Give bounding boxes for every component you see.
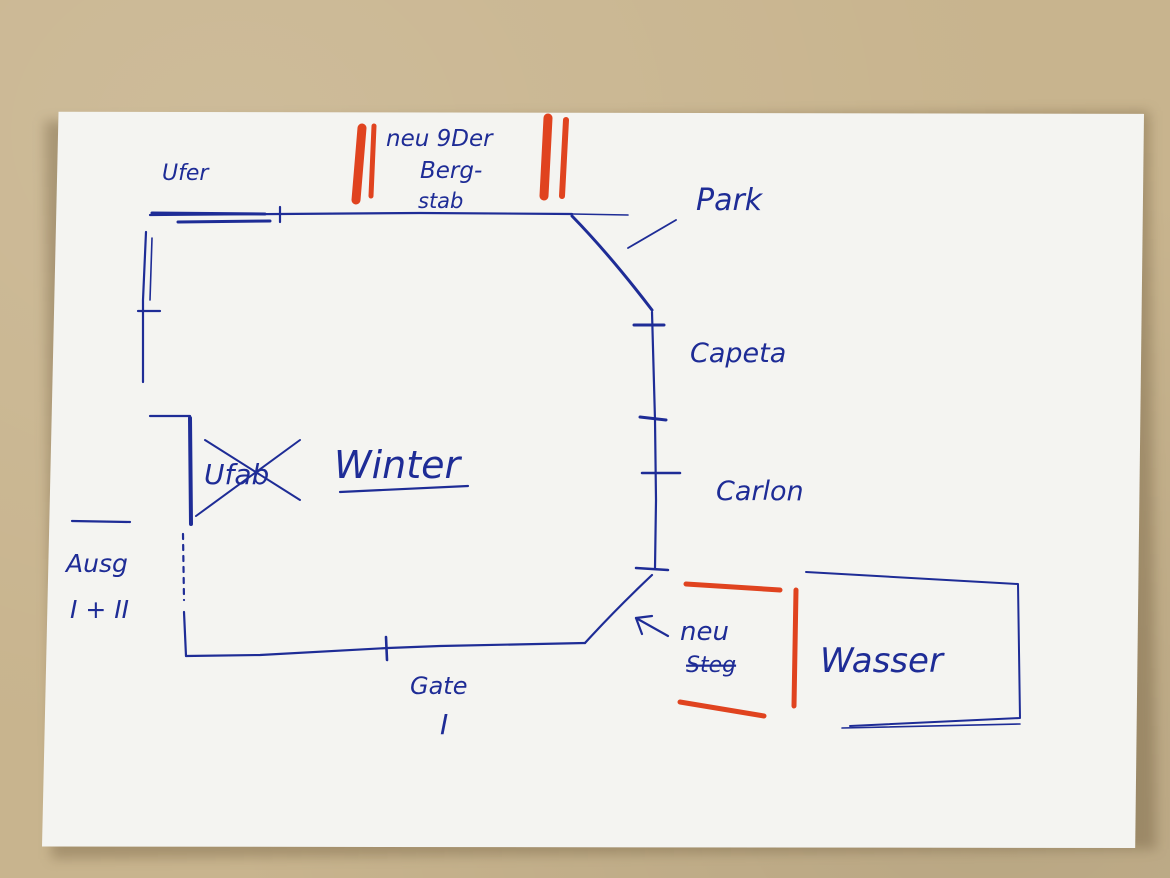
label-gate-1: Gate — [410, 672, 467, 700]
tick-mid1 — [640, 417, 666, 420]
ufer-bar — [152, 213, 270, 222]
route-left-lower — [184, 612, 186, 656]
tick-bottom-right — [636, 568, 668, 570]
label-steg-struck: Steg — [686, 653, 736, 678]
label-ausg-2: I + II — [70, 595, 129, 624]
label-park: Park — [696, 183, 764, 218]
route-top-extension — [572, 214, 628, 215]
red-mark-right-2 — [562, 120, 566, 196]
route-right — [652, 312, 656, 568]
park-pointer — [628, 220, 676, 248]
label-neu-top-2: Berg- — [420, 158, 482, 184]
label-crossed-out: Ufab — [204, 458, 269, 491]
label-neu-bottom: neu — [680, 617, 729, 647]
label-ausg-1: Ausg — [64, 549, 128, 578]
route-left-upper — [143, 232, 146, 382]
label-neu-top-3: stab — [418, 189, 463, 213]
label-carlon: Carlon — [716, 476, 804, 507]
tick-gate — [386, 637, 387, 660]
label-winter: Winter — [334, 443, 462, 487]
red-neu-right — [794, 590, 796, 706]
route-diagonal-top — [572, 216, 652, 310]
ausg-overline — [72, 521, 130, 522]
label-capeta: Capeta — [690, 338, 786, 369]
label-neu-top-1: neu 9Der — [386, 126, 494, 152]
route-left-dashed — [183, 534, 184, 600]
red-neu-bottom — [680, 702, 764, 716]
red-mark-left-2 — [371, 126, 374, 196]
label-gate-2: I — [440, 708, 448, 741]
route-left-thick — [190, 418, 191, 524]
red-mark-right-1 — [544, 118, 548, 196]
red-mark-left-1 — [356, 128, 362, 200]
red-neu-top — [686, 584, 780, 590]
label-ufer: Ufer — [162, 161, 210, 186]
label-wasser: Wasser — [820, 641, 945, 681]
route-left-upper-double — [150, 238, 152, 300]
